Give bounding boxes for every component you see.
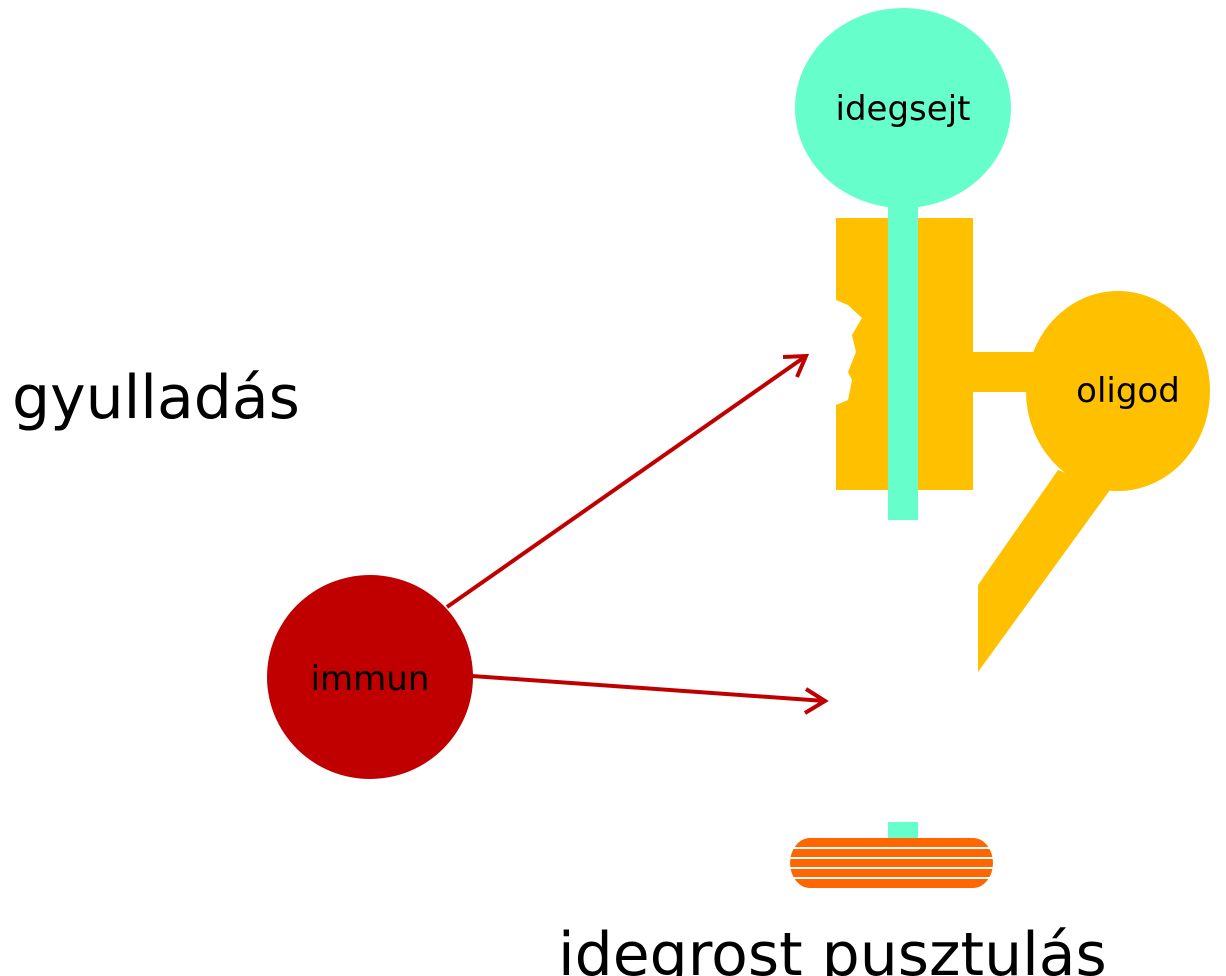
arrow-to-myelin: [445, 353, 810, 609]
arrow-to-fiber: [471, 674, 829, 715]
neuron-label: idegsejt: [836, 89, 971, 129]
fiber-destruction-label: idegrost pusztulás: [558, 920, 1107, 976]
immune-cell: [267, 575, 473, 779]
oligodendrocyte-lower-process: [978, 470, 1110, 672]
immune-cell-label: immun: [311, 659, 430, 699]
neuron-body: [795, 8, 1011, 208]
fiber-fragment: [786, 838, 997, 888]
oligodendrocyte-body: [1026, 291, 1210, 491]
axon: [888, 190, 918, 520]
oligodendrocyte-label: oligod: [1076, 371, 1180, 411]
inflammation-label: gyulladás: [12, 363, 300, 433]
